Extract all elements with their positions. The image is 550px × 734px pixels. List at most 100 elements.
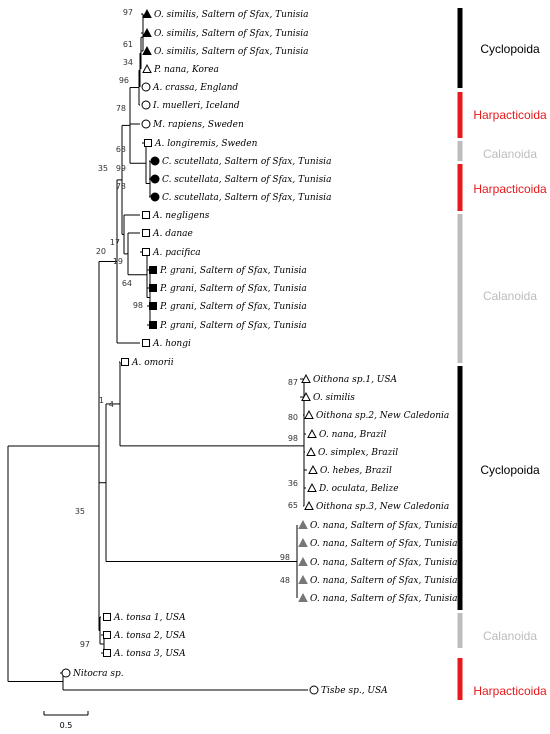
triangle-marker-icon xyxy=(308,464,318,474)
taxon-label: A. pacifica xyxy=(152,248,201,258)
bootstrap-value: 35 xyxy=(75,507,85,516)
square-marker-icon xyxy=(142,229,150,237)
square-marker-icon xyxy=(149,266,157,274)
circle-marker-icon xyxy=(150,174,160,184)
bootstrap-value: 20 xyxy=(96,247,106,256)
square-marker-icon xyxy=(144,139,152,147)
taxon-label: O. nana, Saltern of Sfax, Tunisia xyxy=(310,594,458,604)
taxon-label: P. grani, Saltern of Sfax, Tunisia xyxy=(159,266,307,276)
taxon-label: P. grani, Saltern of Sfax, Tunisia xyxy=(159,284,307,294)
circle-marker-icon xyxy=(150,156,160,166)
square-marker-icon xyxy=(142,339,150,347)
taxon-label: P. nana, Korea xyxy=(153,65,219,75)
taxon-label: O. simplex, Brazil xyxy=(318,448,398,458)
bootstrap-value: 98 xyxy=(280,553,290,562)
taxon-label: A. hongi xyxy=(152,339,191,349)
square-marker-icon xyxy=(103,631,111,639)
triangle-marker-icon xyxy=(298,537,308,547)
scale-bar-label: 0.5 xyxy=(60,721,73,730)
circle-marker-icon xyxy=(309,685,319,695)
taxon-label: Oithona sp.3, New Caledonia xyxy=(316,502,449,512)
bootstrap-value: 61 xyxy=(123,40,133,49)
taxon-label: A. longiremis, Sweden xyxy=(154,139,258,149)
bootstrap-value: 65 xyxy=(288,501,298,510)
triangle-marker-icon xyxy=(306,446,316,456)
bootstrap-value: 98 xyxy=(133,301,143,310)
taxon-label: O. similis, Saltern of Sfax, Tunisia xyxy=(154,29,309,39)
taxon-label: O. similis xyxy=(313,393,355,403)
bootstrap-value: 96 xyxy=(119,76,129,85)
group-label: Calanoida xyxy=(483,289,537,303)
triangle-marker-icon xyxy=(301,391,311,401)
tree-branches xyxy=(7,13,308,691)
taxon-label: A. tonsa 1, USA xyxy=(113,613,186,623)
taxon-label: C. scutellata, Saltern of Sfax, Tunisia xyxy=(162,175,331,185)
taxon-labels: O. similis, Saltern of Sfax, Tunisia O. s… xyxy=(72,10,458,696)
triangle-marker-icon xyxy=(307,428,317,438)
bootstrap-value: 73 xyxy=(116,182,126,191)
taxon-label: Tisbe sp., USA xyxy=(321,686,388,696)
taxon-label: Oithona sp.2, New Caledonia xyxy=(316,411,449,421)
group-label: Harpacticoida xyxy=(473,684,547,698)
taxon-label: A. negligens xyxy=(152,211,210,221)
taxon-label: O. nana, Saltern of Sfax, Tunisia xyxy=(310,521,458,531)
taxon-label: C. scutellata, Saltern of Sfax, Tunisia xyxy=(162,157,331,167)
taxon-label: M. rapiens, Sweden xyxy=(152,120,244,130)
square-marker-icon xyxy=(142,211,150,219)
taxon-label: O. nana, Saltern of Sfax, Tunisia xyxy=(310,558,458,568)
triangle-marker-icon xyxy=(142,45,152,55)
bootstrap-value: 78 xyxy=(116,104,126,113)
triangle-marker-icon xyxy=(298,519,308,529)
group-label: Harpacticoida xyxy=(473,108,547,122)
triangle-marker-icon xyxy=(142,8,152,18)
triangle-marker-icon xyxy=(298,574,308,584)
bootstrap-value: 98 xyxy=(288,434,298,443)
square-marker-icon xyxy=(149,284,157,292)
circle-marker-icon xyxy=(61,668,71,678)
circle-marker-icon xyxy=(150,192,160,202)
circle-marker-icon xyxy=(141,82,151,92)
taxon-label: D. oculata, Belize xyxy=(318,484,399,494)
triangle-marker-icon xyxy=(304,500,314,510)
bootstrap-value: 48 xyxy=(280,576,290,585)
bootstrap-value: 19 xyxy=(113,257,123,266)
bootstrap-value: 97 xyxy=(123,8,133,17)
group-label: Calanoida xyxy=(483,629,537,643)
triangle-marker-icon xyxy=(307,482,317,492)
bootstrap-value: 87 xyxy=(288,378,298,387)
bootstrap-value: 35 xyxy=(98,164,108,173)
taxon-label: Nitocra sp. xyxy=(72,669,124,679)
taxon-markers xyxy=(61,8,319,695)
bootstrap-value: 63 xyxy=(116,145,126,154)
triangle-marker-icon xyxy=(142,27,152,37)
taxon-label: P. grani, Saltern of Sfax, Tunisia xyxy=(159,321,307,331)
bootstrap-value: 80 xyxy=(288,413,298,422)
group-label: Calanoida xyxy=(483,147,537,161)
bootstrap-value: 99 xyxy=(116,164,126,173)
square-marker-icon xyxy=(149,302,157,310)
triangle-marker-icon xyxy=(298,556,308,566)
group-label: Cyclopoida xyxy=(480,463,540,477)
taxon-label: O. nana, Brazil xyxy=(319,430,387,440)
bootstrap-value: 34 xyxy=(123,58,133,67)
taxon-label: A. tonsa 2, USA xyxy=(113,631,186,641)
taxon-label: A. omorii xyxy=(131,358,174,368)
bootstrap-value: 97 xyxy=(80,640,90,649)
circle-marker-icon xyxy=(141,100,151,110)
taxon-label: I. muelleri, Iceland xyxy=(152,101,240,111)
taxon-label: O. similis, Saltern of Sfax, Tunisia xyxy=(154,10,309,20)
taxon-label: P. grani, Saltern of Sfax, Tunisia xyxy=(159,302,307,312)
group-label: Cyclopoida xyxy=(480,42,540,56)
square-marker-icon xyxy=(103,649,111,657)
bootstrap-value: 4 xyxy=(109,400,114,409)
square-marker-icon xyxy=(121,358,129,366)
group-label: Harpacticoida xyxy=(473,182,547,196)
taxon-label: O. nana, Saltern of Sfax, Tunisia xyxy=(310,576,458,586)
taxon-label: O. hebes, Brazil xyxy=(320,466,392,476)
square-marker-icon xyxy=(142,248,150,256)
triangle-marker-icon xyxy=(301,373,311,383)
taxon-label: A. crassa, England xyxy=(152,83,238,93)
scale-bar: 0.5 xyxy=(43,711,89,730)
